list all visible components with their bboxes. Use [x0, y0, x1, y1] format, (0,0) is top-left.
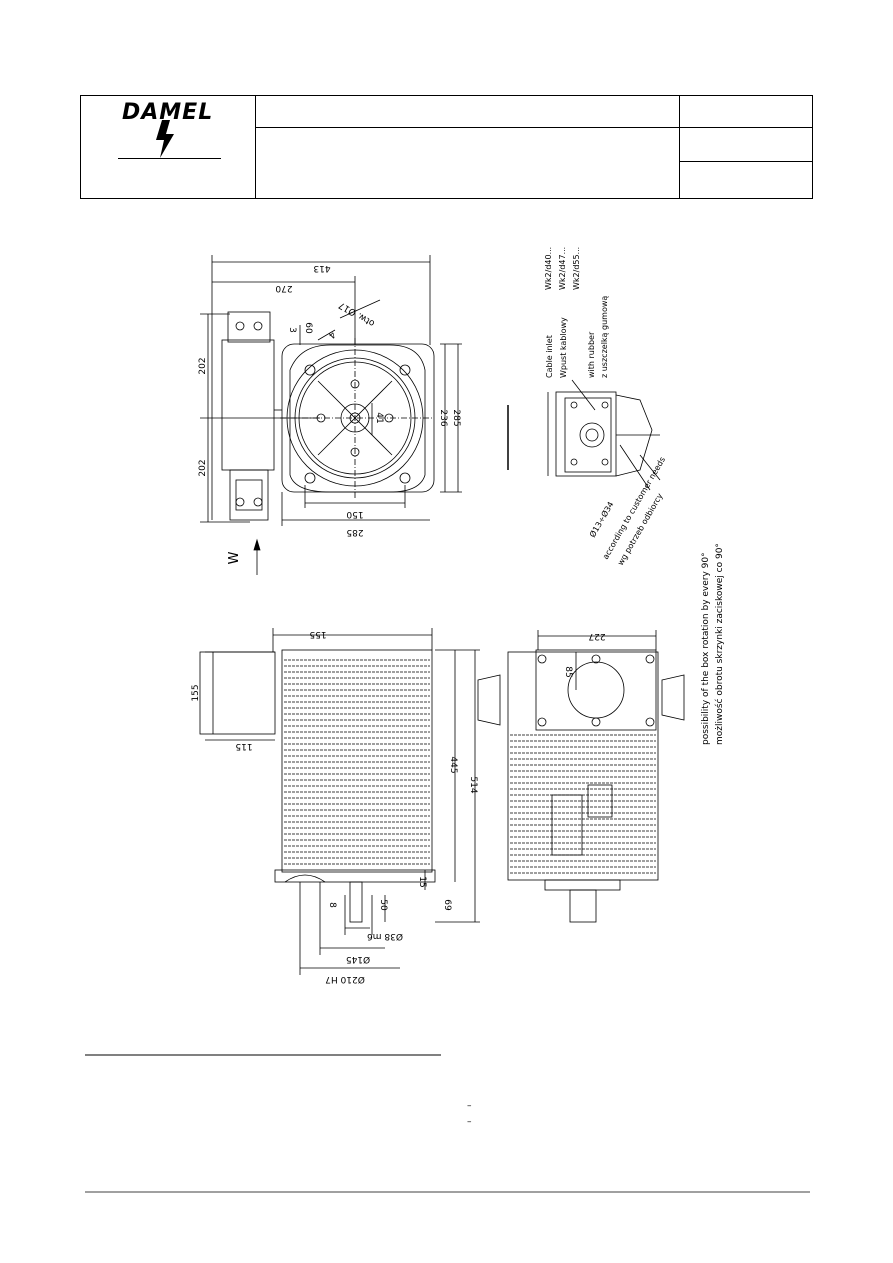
dim-210-h7: Ø210 H7 — [325, 974, 365, 985]
cable-inlet-label-pl: Wpust kablowy — [559, 317, 568, 378]
dim-38-m6: Ø38 m6 — [367, 931, 403, 942]
dim-285-right: 285 — [451, 409, 461, 426]
dim-8: 8 — [327, 902, 337, 908]
title-block — [80, 95, 813, 199]
dim-270: 270 — [275, 283, 292, 293]
dim-155-left: 155 — [191, 684, 201, 701]
front-cooling-fins — [510, 734, 656, 874]
title-block-row-line-2 — [679, 161, 813, 162]
box-rotation-note: possibility of the box rotation by every… — [701, 552, 711, 745]
dim-41: 41 — [374, 412, 384, 423]
dim-155-top: 155 — [309, 629, 326, 639]
cable-gland-wk40: Wk2/d40... — [544, 247, 553, 290]
dim-3: 3 — [287, 327, 297, 333]
dim-285-bottom: 285 — [346, 527, 363, 537]
dim-69: 69 — [442, 899, 452, 911]
view-w-label: W — [227, 551, 242, 564]
title-block-divider-1 — [255, 95, 256, 199]
lightning-bolt-icon — [156, 120, 174, 158]
dim-50: 50 — [378, 899, 388, 911]
cable-gland-wk47: Wk2/d47... — [558, 247, 567, 290]
title-block-row-line-1 — [255, 127, 813, 128]
motor-front-view — [477, 630, 685, 923]
dim-60: 60 — [303, 322, 313, 334]
cooling-fins — [284, 659, 430, 865]
dim-115: 115 — [235, 741, 252, 751]
dim-202-bottom: 202 — [198, 459, 208, 476]
dim-227: 227 — [588, 631, 605, 641]
cable-diameter-range: Ø13÷Ø34 — [587, 500, 615, 539]
dim-150: 150 — [346, 509, 363, 519]
dim-514: 514 — [468, 776, 478, 793]
footer-mark-1: – — [467, 1101, 472, 1111]
cable-inlet-label: Cable inlet — [545, 335, 554, 378]
dim-202-top: 202 — [198, 357, 208, 374]
motor-top-view — [200, 255, 509, 575]
dim-4: 4 — [326, 329, 337, 340]
rubber-seal-label: with rubber — [587, 331, 596, 378]
motor-side-view — [199, 628, 480, 975]
title-block-divider-2 — [679, 95, 680, 199]
dim-85: 85 — [563, 666, 573, 677]
cable-inlet-detail — [547, 379, 661, 491]
dim-413: 413 — [313, 263, 330, 273]
dim-236: 236 — [438, 409, 448, 426]
logo-underline — [118, 158, 221, 159]
footer-mark-2: – — [467, 1117, 472, 1127]
cable-gland-wk55: Wk2/d55... — [572, 247, 581, 290]
rubber-seal-label-pl: z uszczelką gumową — [600, 296, 609, 378]
dim-145: Ø145 — [346, 954, 370, 965]
dim-445: 445 — [448, 756, 458, 773]
dim-15: 15 — [417, 876, 427, 887]
box-rotation-note-pl: możliwość obrotu skrzynki zaciskowej co … — [714, 543, 725, 745]
